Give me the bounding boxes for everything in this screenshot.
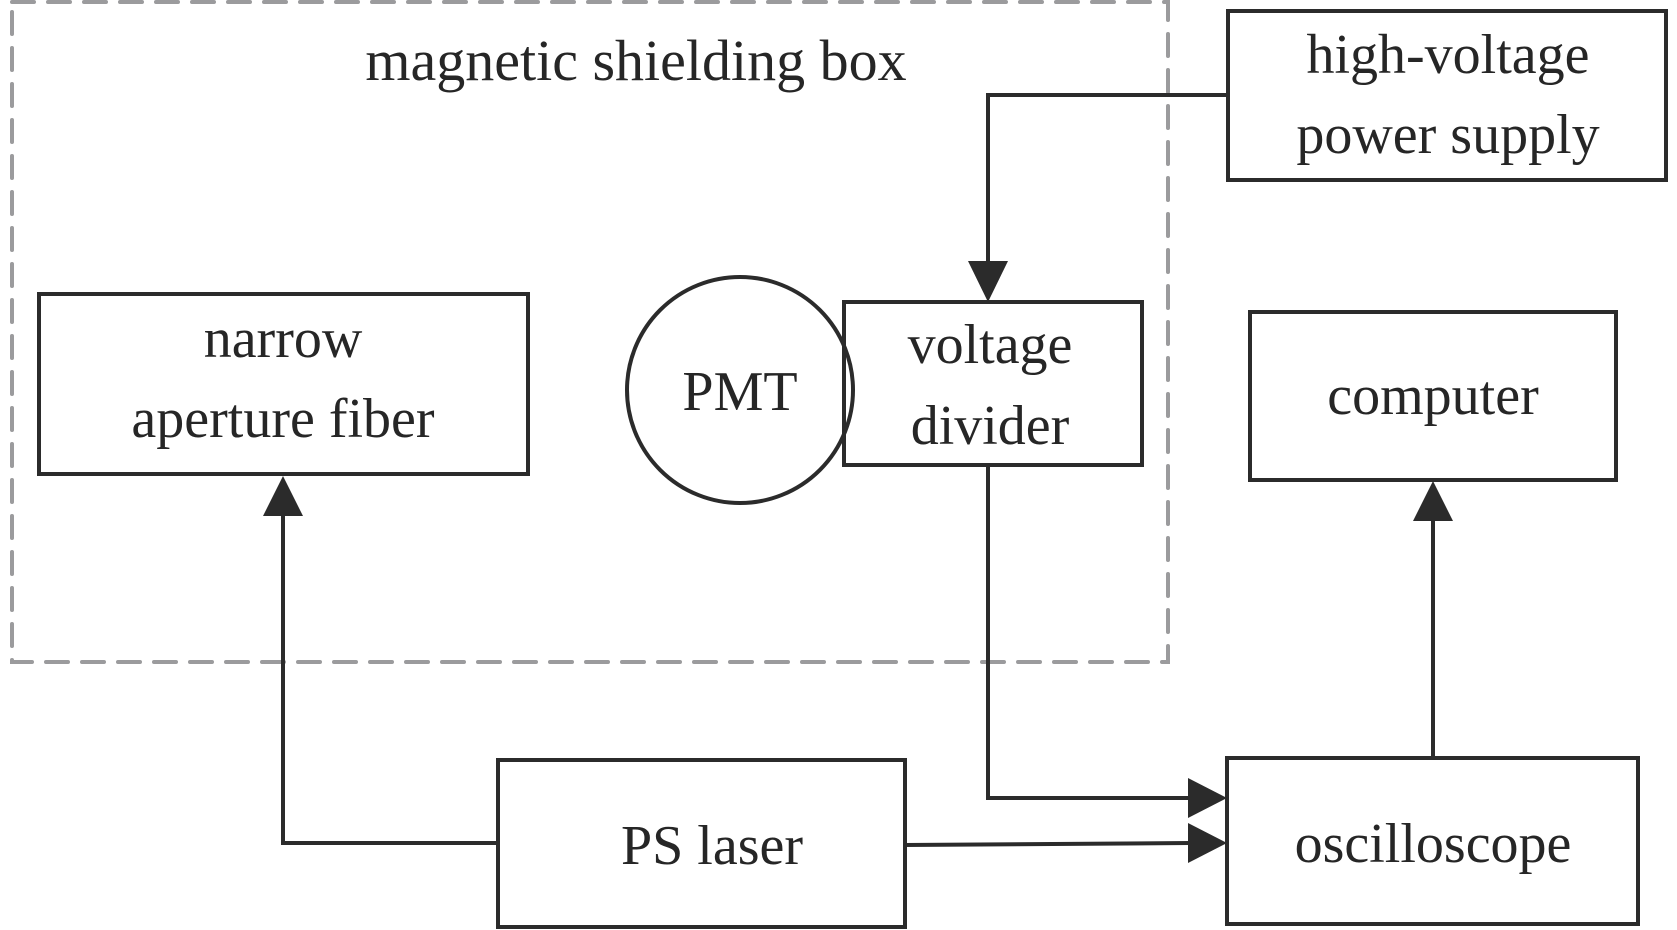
divider-box [842, 300, 1144, 467]
hv-box [1226, 9, 1668, 182]
fiber-label-line-2: aperture fiber [131, 388, 434, 450]
voltage-divider-block: voltage divider [842, 300, 1144, 467]
computer-box [1248, 310, 1618, 482]
pmt-block: PMT [625, 275, 855, 505]
laser-label: PS laser [621, 815, 803, 877]
computer-label: computer [1327, 365, 1539, 427]
pmt-circle [625, 275, 855, 505]
hv-label-line-2: power supply [1296, 104, 1599, 166]
magnetic-shielding-box [10, 0, 1170, 664]
high-voltage-power-supply-block: high-voltage power supply [1226, 9, 1668, 182]
wire-hv-to-divider [986, 93, 1228, 262]
fiber-label-line-1: narrow [204, 308, 363, 370]
arrowhead-divider-into-scope [1188, 778, 1227, 818]
computer-block: computer [1248, 310, 1618, 482]
hv-label-line-1: high-voltage [1306, 24, 1589, 86]
oscilloscope-block: oscilloscope [1225, 756, 1640, 926]
pmt-label: PMT [682, 361, 797, 423]
arrowhead-into-fiber [263, 476, 303, 516]
shielding-box-label: magnetic shielding box [365, 28, 906, 93]
wire-laser-to-fiber [281, 515, 498, 845]
scope-label: oscilloscope [1295, 813, 1572, 875]
arrowhead-into-divider [968, 261, 1008, 302]
narrow-aperture-fiber-block: narrow aperture fiber [37, 292, 530, 476]
ps-laser-block: PS laser [496, 758, 907, 929]
scope-box [1225, 756, 1640, 926]
laser-box [496, 758, 907, 929]
divider-label-line-2: divider [911, 395, 1070, 457]
arrowhead-laser-into-scope [1188, 823, 1227, 863]
fiber-box [37, 292, 530, 476]
wire-divider-to-scope [986, 465, 1190, 800]
arrowhead-into-computer [1413, 481, 1453, 521]
divider-label-line-1: voltage [908, 314, 1073, 376]
wire-laser-to-scope [904, 841, 1191, 847]
